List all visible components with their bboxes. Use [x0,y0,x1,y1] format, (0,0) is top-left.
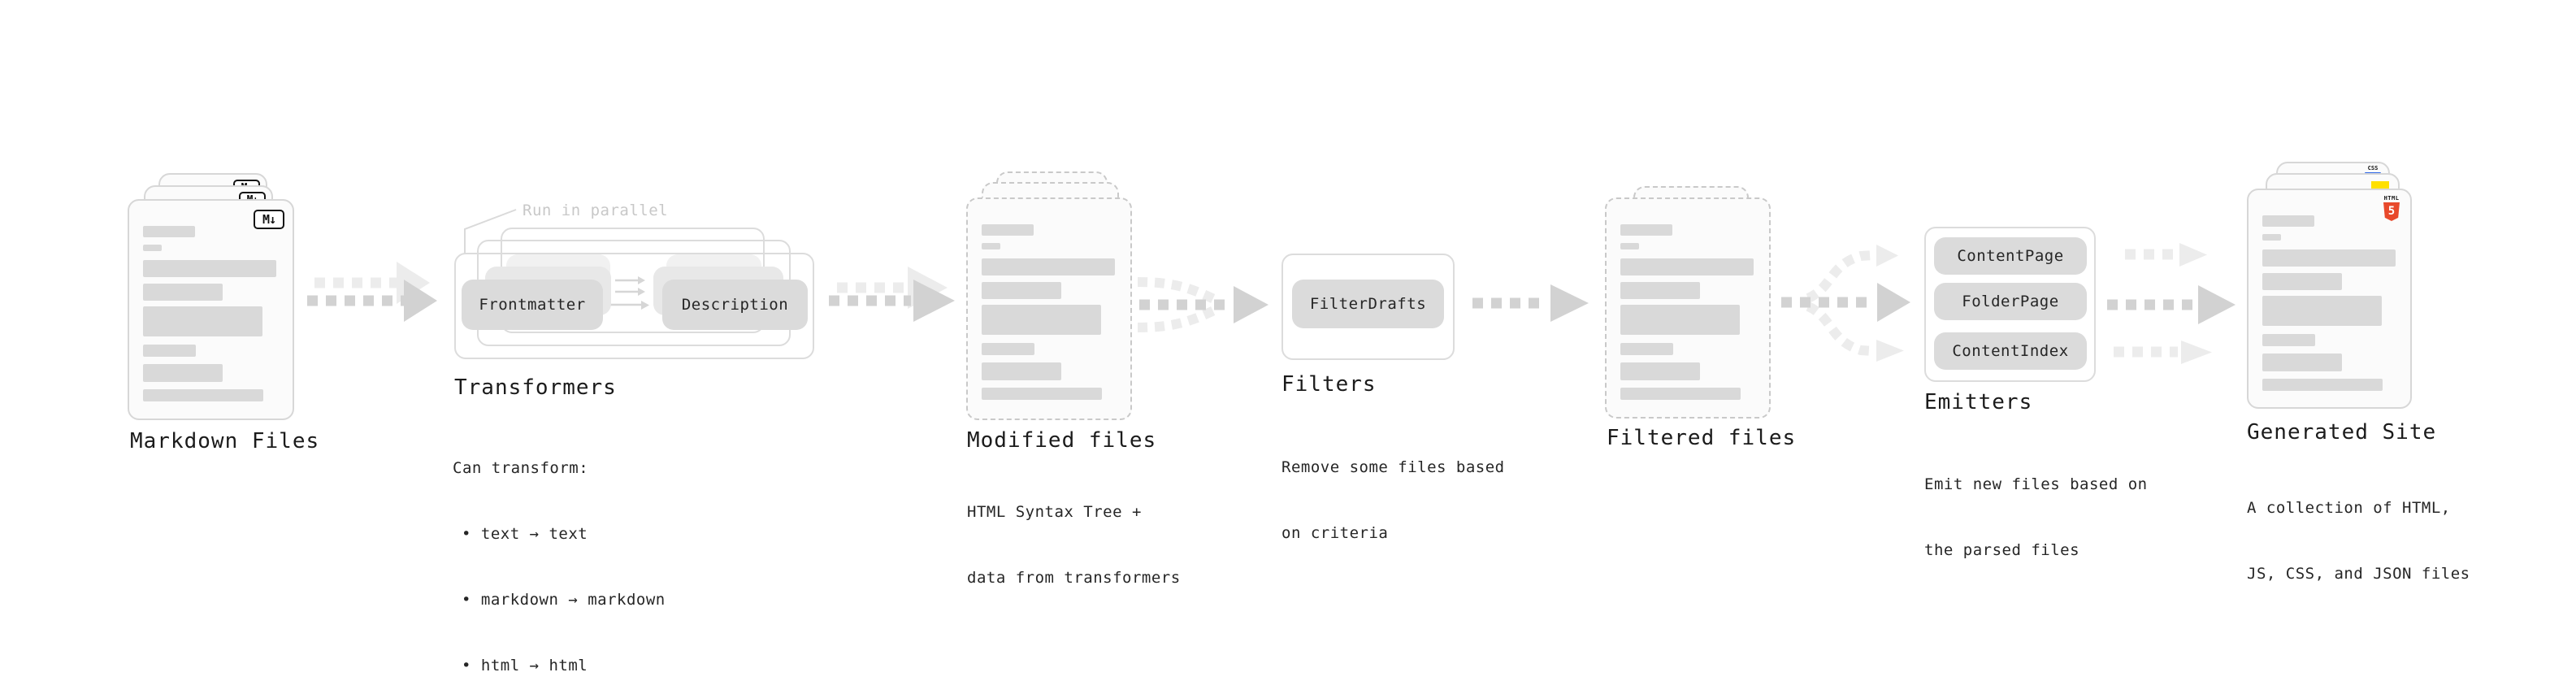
html5-badge-text: HTML [2383,195,2400,202]
placeholder-text-bar [143,245,162,251]
emitters-description: Emit new files based on the parsed files [1924,430,2148,605]
placeholder-text-bar [982,258,1115,275]
placeholder-text-bar [1620,224,1672,236]
filters-desc-line: Remove some files based [1281,458,1505,476]
emitters-desc-line: the parsed files [1924,541,2080,559]
html5-file-icon: HTML 5 [2383,195,2400,221]
contentpage-pill: ContentPage [1934,237,2087,275]
placeholder-text-bar [143,284,223,301]
placeholder-text-bar [143,306,262,336]
generated-site-desc-line: JS, CSS, and JSON files [2247,565,2470,583]
transformers-desc-heading: Can transform: [453,459,589,477]
html5-shield: 5 [2383,202,2400,221]
filters-title: Filters [1281,372,1377,397]
description-pill: Description [662,280,808,330]
folderpage-pill: FolderPage [1934,283,2087,320]
arrow-filtered-to-emitters-fanout [1781,245,1910,362]
placeholder-text-bar [1620,282,1700,299]
transformers-description: Can transform: • text → text • markdown … [453,414,666,681]
placeholder-text-bar [2262,334,2315,346]
modified-files-description: HTML Syntax Tree + data from transformer… [967,458,1181,633]
placeholder-text-bar [143,389,263,401]
filters-box [1281,254,1455,360]
placeholder-text-bar [2262,354,2342,371]
placeholder-text-bar [2262,249,2396,267]
generated-site-label: Generated Site [2247,420,2437,445]
emitters-box [1924,227,2096,382]
placeholder-text-bar [1620,388,1741,400]
placeholder-text-bar [1620,343,1673,355]
placeholder-text-bar [982,224,1034,236]
placeholder-text-bar [1620,362,1700,380]
placeholder-text-bar [1620,243,1639,249]
filtered-file-card-front [1605,197,1771,419]
placeholder-text-bar [2262,296,2382,326]
placeholder-text-bar [2262,234,2281,241]
arrow-emitters-to-site [2107,243,2236,364]
modified-files-desc-line: data from transformers [967,569,1181,587]
transformers-bullet: • markdown → markdown [462,591,666,609]
js-file-icon [2371,181,2389,189]
modified-files-desc-line: HTML Syntax Tree + [967,503,1142,521]
filterdrafts-pill: FilterDrafts [1292,280,1444,328]
arrow-transformers-to-modified [829,267,955,322]
placeholder-text-bar [982,305,1101,335]
transformers-title: Transformers [454,375,617,400]
arrow-filters-to-filtered [1472,284,1589,322]
site-file-card-html: HTML 5 [2247,189,2412,409]
generated-site-desc-line: A collection of HTML, [2247,499,2451,517]
markdown-icon: M↓ [254,210,284,229]
placeholder-text-bar [143,260,276,277]
placeholder-text-bar [2262,273,2342,290]
markdown-files-label: Markdown Files [130,429,320,453]
transformers-bullet: • html → html [462,657,588,674]
placeholder-text-bar [143,345,196,357]
modified-file-card-front [966,197,1132,420]
filtered-files-label: Filtered files [1607,426,1797,450]
placeholder-text-bar [982,362,1061,380]
placeholder-text-bar [982,388,1102,400]
placeholder-text-bar [2262,215,2314,227]
frontmatter-pill: Frontmatter [462,280,603,330]
filters-desc-line: on criteria [1281,524,1389,542]
arrow-markdown-to-transformers [307,262,437,322]
placeholder-text-bar [2262,379,2383,391]
placeholder-text-bar [1620,305,1740,335]
markdown-file-card-front: M↓ [128,199,294,420]
placeholder-text-bar [982,282,1061,299]
run-in-parallel-label: Run in parallel [523,202,669,219]
generated-site-description: A collection of HTML, JS, CSS, and JSON … [2247,453,2470,629]
transformer-box-front [454,253,814,359]
placeholder-text-bar [143,364,223,382]
placeholder-text-bar [982,243,1000,249]
filters-description: Remove some files based on criteria [1281,413,1505,588]
css-badge-text: CSS [2367,165,2379,171]
contentindex-pill: ContentIndex [1934,332,2087,370]
transformers-bullet: • text → text [462,525,588,543]
placeholder-text-bar [143,226,195,237]
modified-files-label: Modified files [967,428,1157,453]
placeholder-text-bar [982,343,1034,355]
arrow-modified-to-filters-merge [1137,277,1268,332]
emitters-desc-line: Emit new files based on [1924,475,2148,493]
emitters-title: Emitters [1924,390,2033,414]
placeholder-text-bar [1620,258,1754,275]
